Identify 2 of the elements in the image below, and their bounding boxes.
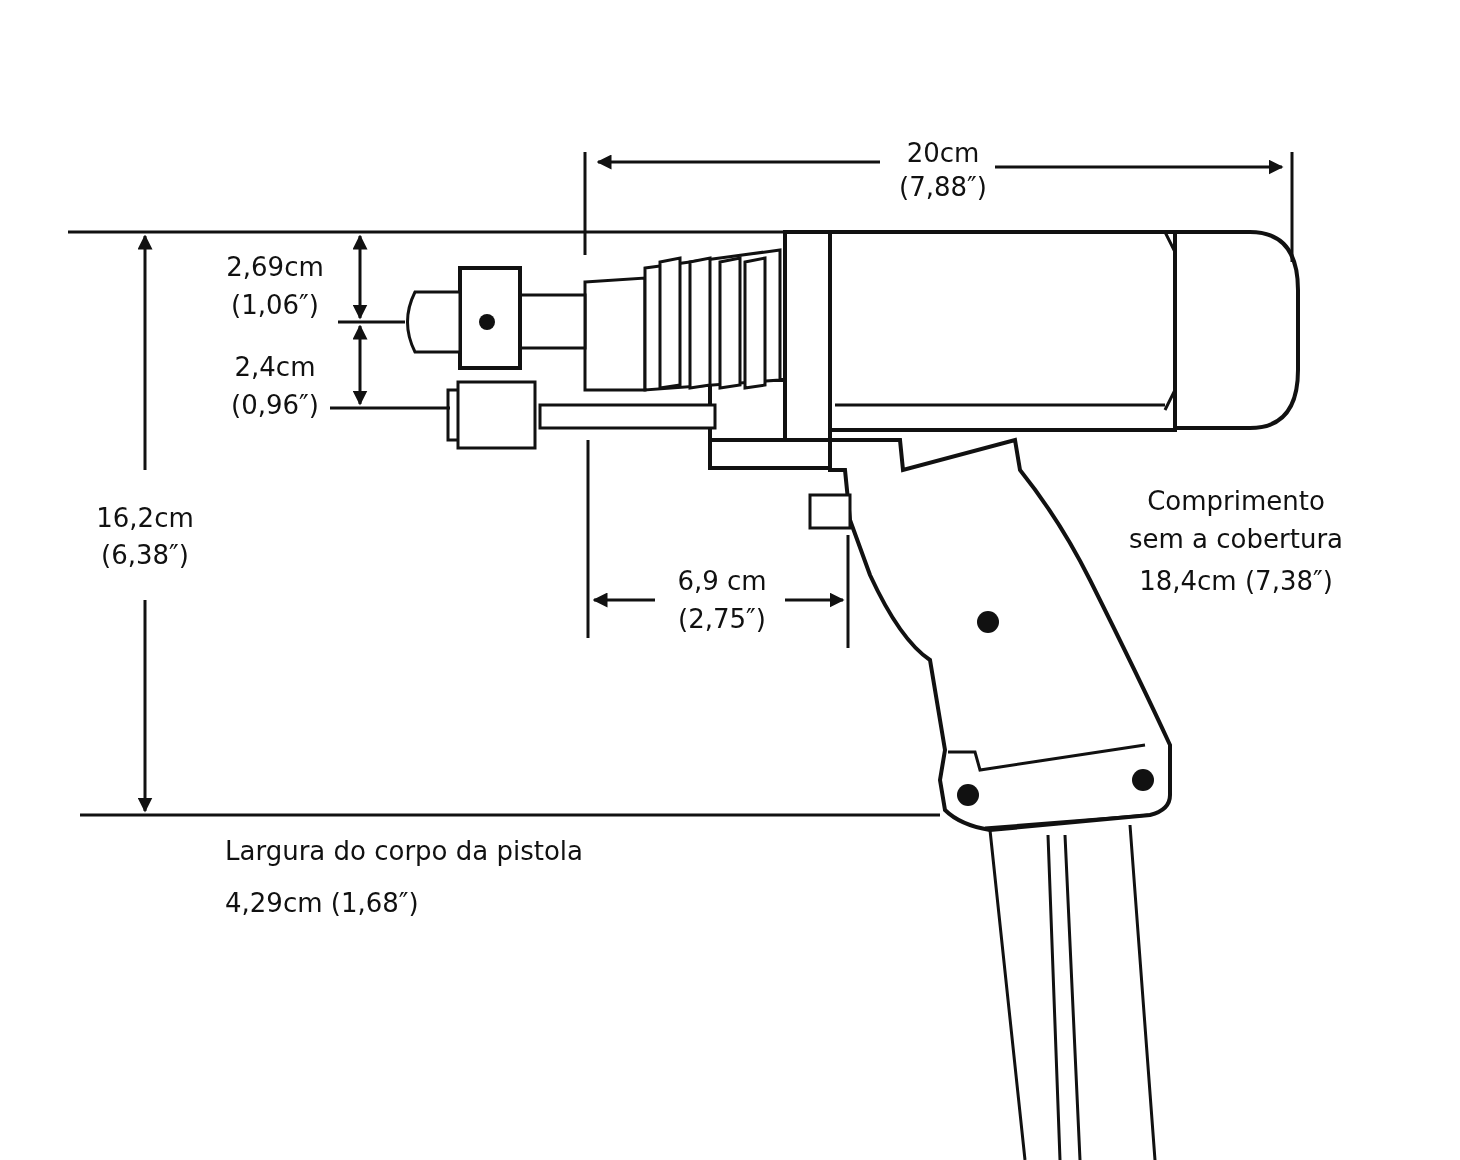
dimension-label: Largura do corpo da pistola <box>224 836 584 868</box>
dimension-label: 4,29cm (1,68″) <box>224 888 420 920</box>
